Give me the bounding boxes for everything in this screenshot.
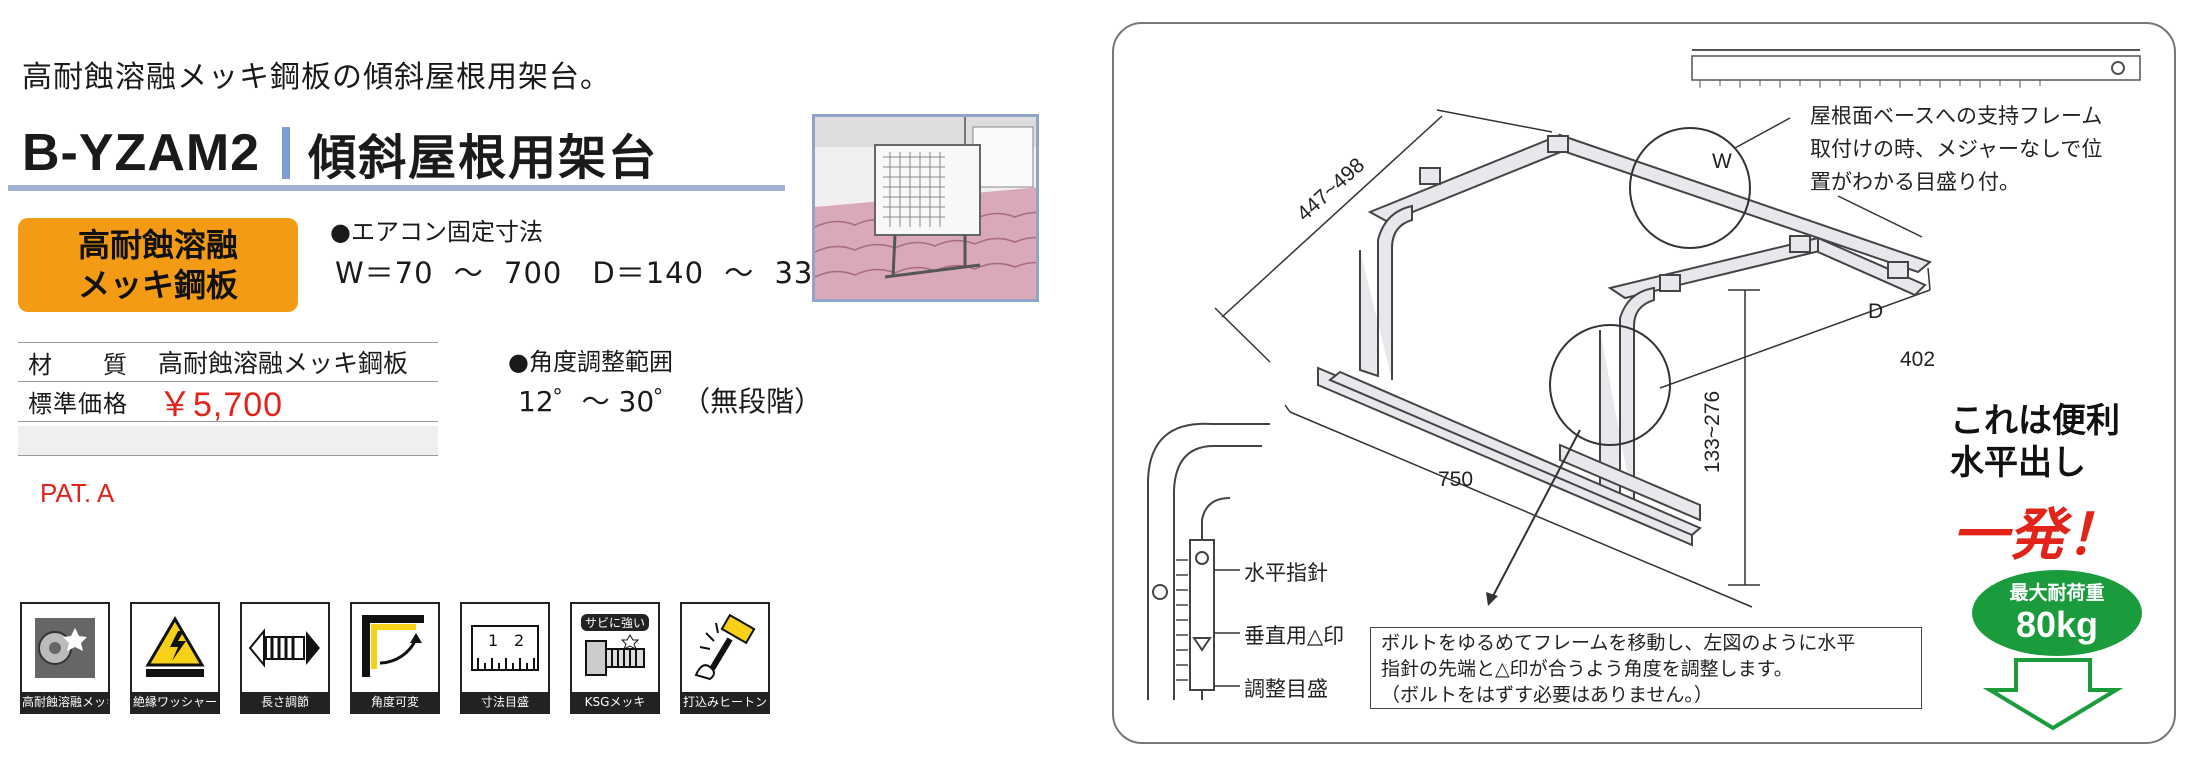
blank-row (18, 426, 438, 456)
load-value: 80kg (2015, 604, 2099, 645)
insulated-washer-icon (145, 616, 205, 677)
bracket-frame (1317, 133, 1933, 547)
instruction-line: 指針の先端と△印が合うよう角度を調整します。 (1381, 658, 1793, 680)
length-adjust-icon (248, 628, 320, 668)
instruction-line: （ボルトをはずす必要はありません。） (1381, 684, 1713, 706)
model-header: B-YZAM2 傾斜屋根用架台 (22, 118, 658, 188)
dimension-lines (1214, 109, 1931, 608)
price-key: 標準価格 (28, 390, 128, 418)
load-title: 最大耐荷重 (2009, 582, 2105, 604)
ksg-plating-icon (585, 634, 645, 676)
product-tagline: 高耐蝕溶融メッキ鋼板の傾斜屋根用架台。 (22, 60, 611, 95)
hammer-hit-icon (694, 613, 756, 681)
title-underline (8, 185, 785, 191)
dim-width: 750 (1438, 468, 1474, 491)
feature-length-adjust: 長さ調節 (240, 602, 330, 714)
feature-angle-adjust: 角度可変 (350, 602, 440, 714)
patent-label: PAT. A (40, 478, 115, 508)
svg-text:2: 2 (514, 631, 524, 650)
note-line: 置がわかる目盛り付。 (1810, 170, 2020, 194)
feature-insulated-washer: 絶縁ワッシャー (130, 602, 220, 714)
dimension-scale-icon: 1 2 (471, 625, 539, 671)
aircon-dimension-heading: ●エアコン固定寸法 (330, 218, 543, 246)
vertical-mark-label: 垂直用△印 (1244, 624, 1345, 648)
promo-copy: これは便利 水平出し (1950, 400, 2120, 484)
promo-highlight: 一発！ (1952, 503, 2123, 568)
material-row: 材 質 高耐蝕溶融メッキ鋼板 (18, 342, 438, 382)
installation-thumbnail (812, 114, 1039, 302)
model-code: B-YZAM2 (22, 124, 261, 182)
model-name: 傾斜屋根用架台 (308, 130, 659, 186)
angle-range-heading: ●角度調整範囲 (508, 348, 673, 376)
feature-icon-row: 高耐蝕溶融メッキ鋼板 絶縁ワッシャー 長さ調節 角度可変 1 2 (20, 602, 770, 714)
dim-d-length: 402 (1900, 348, 1936, 371)
label-w: W (1712, 150, 1732, 173)
feature-label: 寸法目盛 (462, 692, 548, 712)
level-pointer-label: 水平指針 (1244, 561, 1328, 585)
load-down-arrow-icon (1982, 658, 2124, 731)
angle-range-values: 12゜～ 30゜（無段階） (518, 385, 823, 418)
promo-line-1: これは便利 (1950, 401, 2120, 441)
feature-hot-dip-plate: 高耐蝕溶融メッキ鋼板 (20, 602, 110, 714)
promo-line-2: 水平出し (1950, 443, 2086, 483)
scale-ruler (1691, 49, 2141, 88)
price-row: 標準価格 ￥5,700 (18, 382, 438, 424)
hot-dip-plate-icon (35, 618, 95, 678)
model-separator (282, 127, 291, 179)
adjust-scale-label: 調整目盛 (1244, 677, 1328, 701)
detail-circle-w (1629, 127, 1751, 249)
aircon-dimension-values: W＝70 ～ 700 D＝140 ～ 330 (335, 256, 833, 290)
material-key: 材 質 (28, 350, 128, 379)
feature-dimension-scale: 1 2 寸法目盛 (460, 602, 550, 714)
note-line: 屋根面ベースへの支持フレーム (1810, 104, 2103, 128)
note-line: 取付けの時、メジャーなしで位 (1810, 137, 2103, 161)
scale-note: 屋根面ベースへの支持フレーム 取付けの時、メジャーなしで位 置がわかる目盛り付。 (1810, 100, 2160, 199)
feature-label: 高耐蝕溶融メッキ鋼板 (22, 692, 108, 712)
feature-label: 長さ調節 (242, 692, 328, 712)
detail-circle-level (1549, 324, 1671, 446)
feature-label: 打込みヒートン (682, 692, 768, 712)
max-load-badge: 最大耐荷重 80kg (1972, 570, 2142, 656)
dim-height: 133~276 (1701, 390, 1725, 474)
badge-line-1: 高耐蝕溶融 (77, 226, 238, 264)
price-value: ￥5,700 (158, 386, 284, 424)
feature-hammer-hit: 打込みヒートン (680, 602, 770, 714)
angle-adjust-icon (362, 615, 424, 677)
material-value: 高耐蝕溶融メッキ鋼板 (158, 349, 409, 378)
feature-ksg-plating: サビに強い KSGメッキ (570, 602, 660, 714)
material-badge: 高耐蝕溶融 メッキ鋼板 (18, 218, 298, 312)
feature-label: 絶縁ワッシャー (132, 692, 218, 712)
label-d: D (1868, 300, 1884, 323)
feature-label: KSGメッキ (572, 692, 658, 712)
spec-table: 材 質 高耐蝕溶融メッキ鋼板 標準価格 ￥5,700 (18, 342, 438, 462)
svg-text:1: 1 (488, 631, 498, 650)
badge-line-2: メッキ鋼板 (77, 266, 238, 304)
adjustment-instructions: ボルトをゆるめてフレームを移動し、左図のように水平 指針の先端と△印が合うよう角… (1370, 627, 1922, 709)
ksg-top-label: サビに強い (580, 614, 649, 631)
side-scale-ticks (1176, 559, 1188, 681)
feature-label: 角度可変 (352, 692, 438, 712)
roof-aircon-illustration (815, 117, 1036, 299)
instruction-line: ボルトをゆるめてフレームを移動し、左図のように水平 (1381, 632, 1856, 654)
